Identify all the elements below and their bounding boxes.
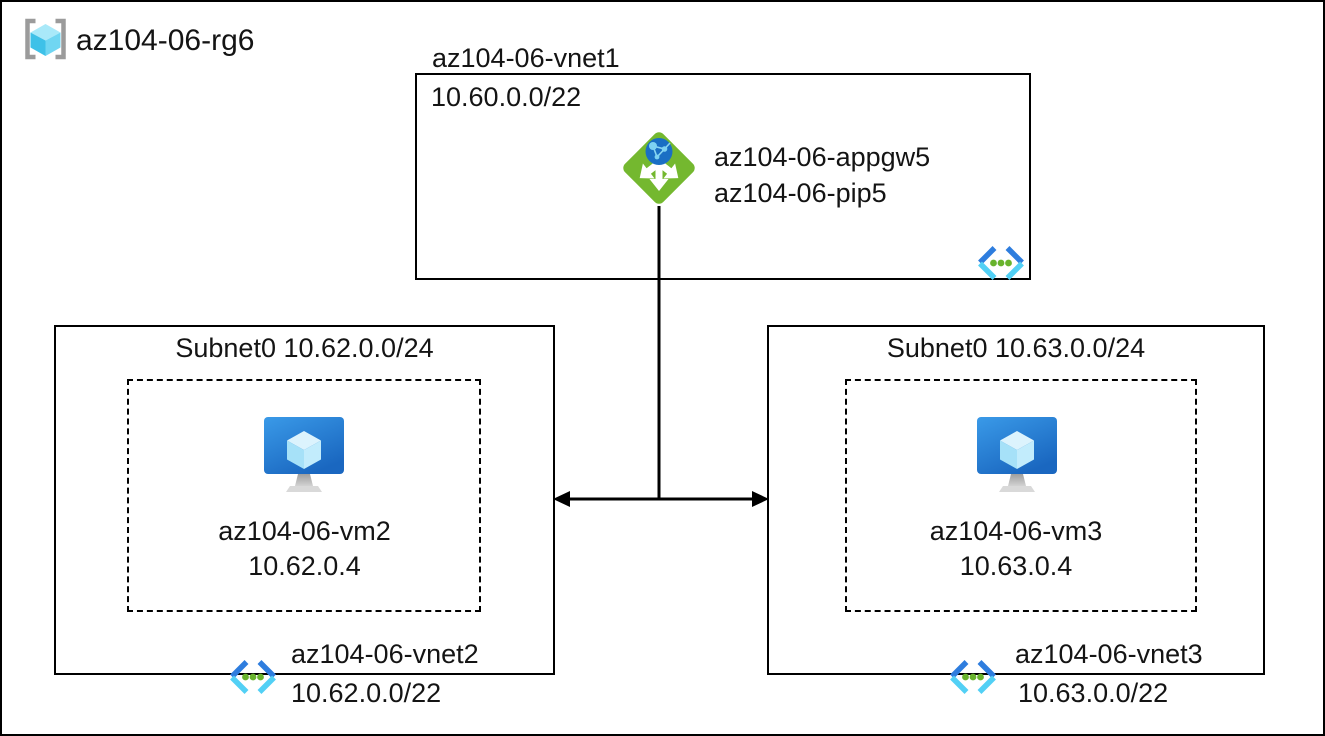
- vnet3-name: az104-06-vnet3: [1015, 639, 1203, 669]
- virtual-machine-icon-right: [977, 417, 1057, 492]
- dashed-subnet-right: [845, 379, 1197, 612]
- vnet1-box: [415, 73, 1031, 280]
- vnet2-name: az104-06-vnet2: [291, 639, 479, 669]
- subnet-title-right: Subnet0 10.63.0.0/24: [886, 333, 1146, 363]
- vnet1-title: az104-06-vnet1: [432, 43, 620, 73]
- subnet-box-right: [767, 325, 1265, 675]
- vm3-ip: 10.63.0.4: [959, 551, 1073, 581]
- appgw-label: az104-06-appgw5: [714, 142, 931, 172]
- subnet-title-left: Subnet0 10.62.0.0/24: [175, 333, 434, 363]
- vnet1-virtual-network-icon: [978, 246, 1024, 280]
- pip-label: az104-06-pip5: [714, 178, 887, 208]
- arrowhead-left: [553, 491, 570, 507]
- application-gateway-icon: [623, 132, 695, 204]
- vnet1-cidr: 10.60.0.0/22: [431, 82, 582, 112]
- vm3-name: az104-06-vm3: [929, 516, 1103, 546]
- vnet2-cidr: 10.62.0.0/22: [291, 678, 442, 708]
- vnet2-virtual-network-icon: [230, 660, 276, 694]
- vm2-ip: 10.62.0.4: [248, 551, 361, 581]
- dashed-subnet-left: [127, 379, 481, 612]
- vnet3-virtual-network-icon: [950, 660, 996, 694]
- vnet3-cidr: 10.63.0.0/22: [1018, 678, 1169, 708]
- vm2-name: az104-06-vm2: [218, 516, 391, 546]
- resource-group-label: az104-06-rg6: [76, 24, 255, 57]
- resource-group-icon: [25, 18, 66, 60]
- subnet-box-left: [54, 325, 555, 675]
- virtual-machine-icon-left: [264, 417, 344, 492]
